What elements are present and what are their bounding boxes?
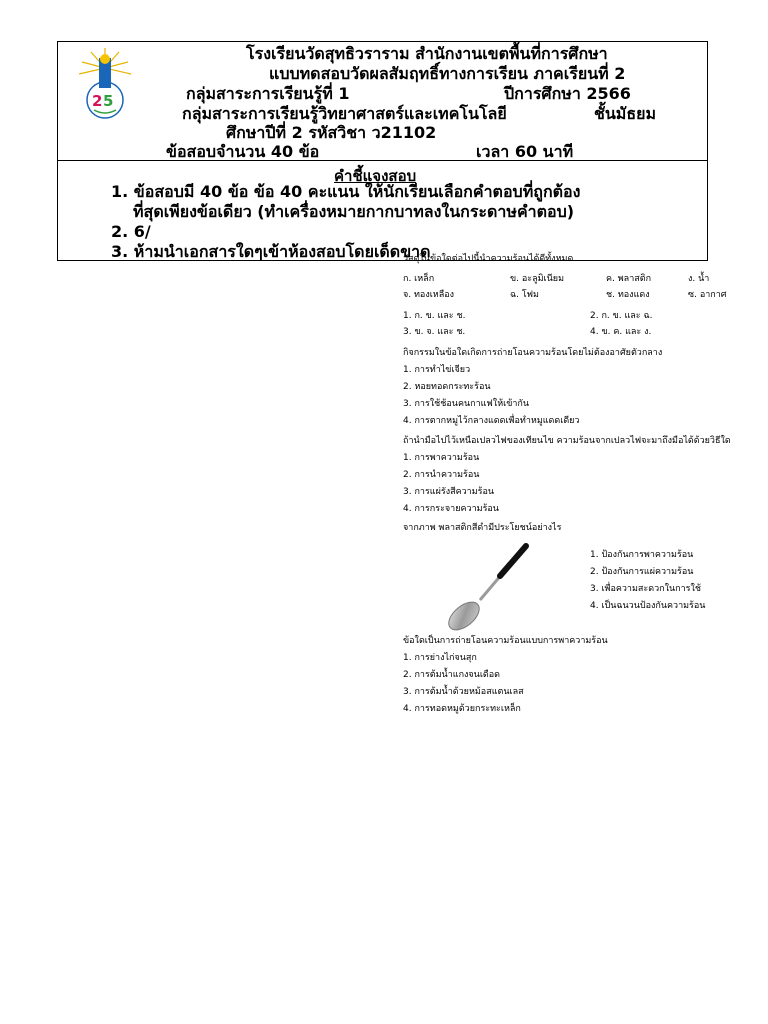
q1-option-a: ก. เหล็ก	[403, 274, 435, 284]
spoon-image-icon	[448, 543, 529, 631]
header-line-5: ศึกษาปีที่ 2 รหัสวิชา ว21102	[226, 123, 437, 142]
header-line-1: โรงเรียนวัดสุทธิวราราม สำนักงานเขตพื้นที…	[246, 44, 608, 63]
svg-text:2: 2	[92, 92, 102, 110]
instruction-1-line-1: 1. ข้อสอบมี 40 ข้อ ข้อ 40 คะแนน ให้นักเร…	[111, 182, 581, 201]
q1-option-e: จ. ทองเหลือง	[403, 290, 455, 300]
instruction-1-line-2: ที่สุดเพียงข้อเดียว (ทำเครื่องหมายกากบาท…	[133, 202, 575, 221]
q5-option-4: 4. การทอดหมูด้วยกระทะเหล็ก	[403, 704, 521, 714]
instruction-3: 3. ห้ามนำเอกสารใดๆเข้าห้องสอบโดยเด็ดขาด	[111, 242, 431, 261]
question-1-text: วัสดุในข้อใดต่อไปนี้นำความร้อนได้ดีทั้งห…	[403, 254, 574, 264]
q1-option-b: ข. อะลูมิเนียม	[510, 274, 564, 284]
q3-option-1: 1. การพาความร้อน	[403, 453, 480, 463]
instruction-2: 2. 6/	[111, 222, 151, 241]
q1-answer-4: 4. ข. ค. และ ง.	[590, 327, 652, 337]
q1-option-g: ช. ทองแดง	[606, 290, 650, 300]
question-2-text: กิจกรรมในข้อใดเกิดการถ่ายโอนความร้อนโดยไ…	[403, 348, 663, 358]
question-4-text: จากภาพ พลาสติกสีดำมีประโยชน์อย่างไร	[403, 523, 562, 533]
q1-option-c: ค. พลาสติก	[606, 274, 652, 284]
header-line-4-right: ชั้นมัธยม	[594, 104, 657, 123]
q2-option-3: 3. การใช้ช้อนคนกาแฟให้เข้ากัน	[403, 399, 530, 409]
question-3-text: ถ้านำมือไปไว้เหนือเปลวไฟของเทียนไข ความร…	[403, 436, 731, 446]
q4-option-2: 2. ป้องกันการแผ่ความร้อน	[590, 567, 694, 577]
q1-option-d: ง. น้ำ	[688, 274, 710, 284]
header-line-3-right: ปีการศึกษา 2566	[504, 84, 631, 103]
exam-header-top: 2 5 โรงเรียนวัดสุทธิวราราม สำนักงานเขตพื…	[58, 42, 707, 161]
header-line-6-right: เวลา 60 นาที	[476, 142, 574, 161]
question-5-text: ข้อใดเป็นการถ่ายโอนความร้อนแบบการพาความร…	[403, 636, 608, 646]
q5-option-2: 2. การต้มน้ำแกงจนเดือด	[403, 670, 501, 680]
q1-answer-1: 1. ก. ข. และ ช.	[403, 311, 466, 321]
q3-option-3: 3. การแผ่รังสีความร้อน	[403, 487, 495, 497]
school-logo-icon: 2 5	[78, 48, 132, 119]
q2-option-4: 4. การตากหมูไว้กลางแดดเพื่อทำหมูแดดเดียว	[403, 416, 580, 426]
header-line-3-left: กลุ่มสาระการเรียนรู้ที่ 1	[186, 84, 350, 103]
q2-option-1: 1. การทำไข่เจียว	[403, 365, 471, 375]
q4-option-3: 3. เพื่อความสะดวกในการใช้	[590, 584, 701, 594]
header-line-6-left: ข้อสอบจำนวน 40 ข้อ	[166, 142, 320, 161]
q1-option-h: ซ. อากาศ	[688, 290, 727, 300]
svg-text:5: 5	[103, 92, 113, 110]
q3-option-2: 2. การนำความร้อน	[403, 470, 480, 480]
q2-option-2: 2. หอยทอดกระทะร้อน	[403, 382, 491, 392]
q3-option-4: 4. การกระจายความร้อน	[403, 504, 499, 514]
header-line-2: แบบทดสอบวัดผลสัมฤทธิ์ทางการเรียน ภาคเรีย…	[269, 64, 626, 83]
header-line-4-left: กลุ่มสาระการเรียนรู้วิทยาศาสตร์และเทคโนโ…	[182, 104, 507, 123]
q1-answer-3: 3. ข. จ. และ ช.	[403, 327, 466, 337]
q5-option-3: 3. การต้มน้ำด้วยหม้อสแตนเลส	[403, 687, 524, 697]
q4-option-4: 4. เป็นฉนวนป้องกันความร้อน	[590, 601, 706, 611]
q1-option-f: ฉ. โฟม	[510, 290, 539, 300]
q5-option-1: 1. การย่างไก่จนสุก	[403, 653, 477, 663]
instructions-title: คำชี้แจงสอบ	[334, 167, 417, 185]
exam-header-box: 2 5 โรงเรียนวัดสุทธิวราราม สำนักงานเขตพื…	[57, 41, 708, 261]
q4-option-1: 1. ป้องกันการพาความร้อน	[590, 550, 694, 560]
q1-answer-2: 2. ก. ข. และ ฉ.	[590, 311, 653, 321]
